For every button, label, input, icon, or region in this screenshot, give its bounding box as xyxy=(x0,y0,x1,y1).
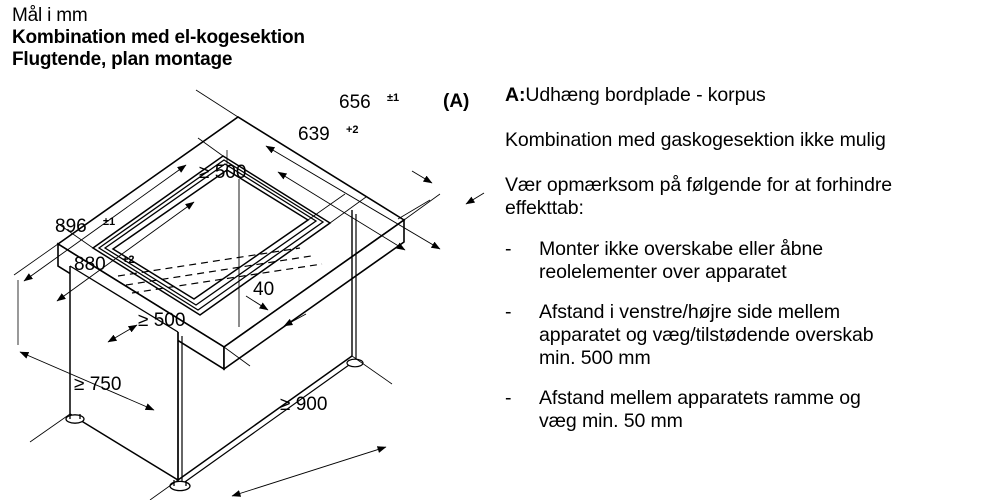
note-reference-label: A: xyxy=(505,84,526,106)
list-item-body: Afstand i venstre/højre side mellem appa… xyxy=(539,301,995,370)
installation-diagram: 896 ±1 880 +2 656 ±1 639 +2 (A) ≥ 500 ≥ … xyxy=(0,80,500,500)
label-edge-distance: 40 xyxy=(253,279,274,300)
page-header: Mål i mm Kombination med el-kogesektion … xyxy=(12,4,482,71)
notes-column: A:Udhæng bordplade - korpus Kombination … xyxy=(505,84,995,433)
list-item: - Monter ikke overskabe eller åbne reole… xyxy=(505,238,995,284)
label-880-tolerance: +2 xyxy=(122,254,135,266)
units-label: Mål i mm xyxy=(12,5,88,26)
label-cabinet-width: ≥ 900 xyxy=(280,394,327,415)
leader-a xyxy=(397,199,431,220)
dimline-overhang-a2 xyxy=(465,192,485,205)
bullet-dash-icon: - xyxy=(505,387,512,409)
note-reference-text: Udhæng bordplade - korpus xyxy=(525,84,766,106)
list-item: - Afstand i venstre/højre side mellem ap… xyxy=(505,301,995,370)
dimline-900 xyxy=(231,446,387,497)
list-item-line: Afstand i venstre/højre side mellem xyxy=(539,301,841,323)
dimline-880 xyxy=(56,201,195,302)
cabinet-foot-front xyxy=(169,480,191,492)
note-gas-text: Kombination med gaskogesektion ikke muli… xyxy=(505,129,886,151)
dimline-40-b xyxy=(283,313,307,327)
dimline-overhang-a xyxy=(411,170,433,184)
dimline-clearance-side xyxy=(107,324,138,343)
cabinet-foot-left xyxy=(65,414,85,424)
label-896-tolerance: ±1 xyxy=(103,216,115,228)
cabinet-foot-right xyxy=(346,358,364,368)
dimline-639 xyxy=(277,171,406,251)
bullet-dash-icon: - xyxy=(505,238,512,260)
label-656-tolerance: ±1 xyxy=(387,92,399,104)
label-656: 656 xyxy=(339,92,371,113)
note-warning: Vær opmærksom på følgende for at forhind… xyxy=(505,174,995,220)
list-item-line: reolelementer over apparatet xyxy=(539,261,787,283)
note-warning-line-1: Vær opmærksom på følgende for at forhind… xyxy=(505,174,893,196)
page-title-line-2: Flugtende, plan montage xyxy=(12,49,233,70)
list-item-line: min. 500 mm xyxy=(539,347,651,369)
page-title-line-1: Kombination med el-kogesektion xyxy=(12,27,305,48)
isometric-drawing: 896 ±1 880 +2 656 ±1 639 +2 (A) ≥ 500 ≥ … xyxy=(13,89,485,500)
dimline-750 xyxy=(19,351,155,411)
label-896: 896 xyxy=(55,216,87,237)
hidden-edge-secondary xyxy=(131,263,323,294)
cabinet-bottom-rail xyxy=(177,355,353,481)
cabinet-bottom-rail-2 xyxy=(181,359,357,485)
label-clearance-rear: ≥ 500 xyxy=(199,162,246,183)
dimension-labels: 896 ±1 880 +2 656 ±1 639 +2 (A) ≥ 500 ≥ … xyxy=(55,91,469,415)
list-item-body: Monter ikke overskabe eller åbne reolele… xyxy=(539,238,995,284)
note-reference: A:Udhæng bordplade - korpus xyxy=(505,84,995,107)
requirement-list: - Monter ikke overskabe eller åbne reole… xyxy=(505,238,995,433)
label-reference-a: (A) xyxy=(443,91,469,112)
list-item-line: væg min. 50 mm xyxy=(539,410,683,432)
list-item-line: Monter ikke overskabe eller åbne xyxy=(539,238,824,260)
note-warning-line-2: effekttab: xyxy=(505,197,584,219)
bullet-dash-icon: - xyxy=(505,301,512,323)
note-reference-line: A:Udhæng bordplade - korpus xyxy=(505,84,995,107)
list-item-body: Afstand mellem apparatets ramme og væg m… xyxy=(539,387,995,433)
label-880: 880 xyxy=(74,254,106,275)
label-639: 639 xyxy=(298,124,330,145)
list-item: - Afstand mellem apparatets ramme og væg… xyxy=(505,387,995,433)
note-gas: Kombination med gaskogesektion ikke muli… xyxy=(505,129,995,152)
label-639-tolerance: +2 xyxy=(346,124,359,136)
label-clearance-side: ≥ 500 xyxy=(138,310,185,331)
dimline-40-a xyxy=(245,295,269,311)
list-item-line: apparatet og væg/tilstødende overskab xyxy=(539,324,874,346)
list-item-line: Afstand mellem apparatets ramme og xyxy=(539,387,861,409)
label-worktop-height: ≥ 750 xyxy=(74,374,121,395)
